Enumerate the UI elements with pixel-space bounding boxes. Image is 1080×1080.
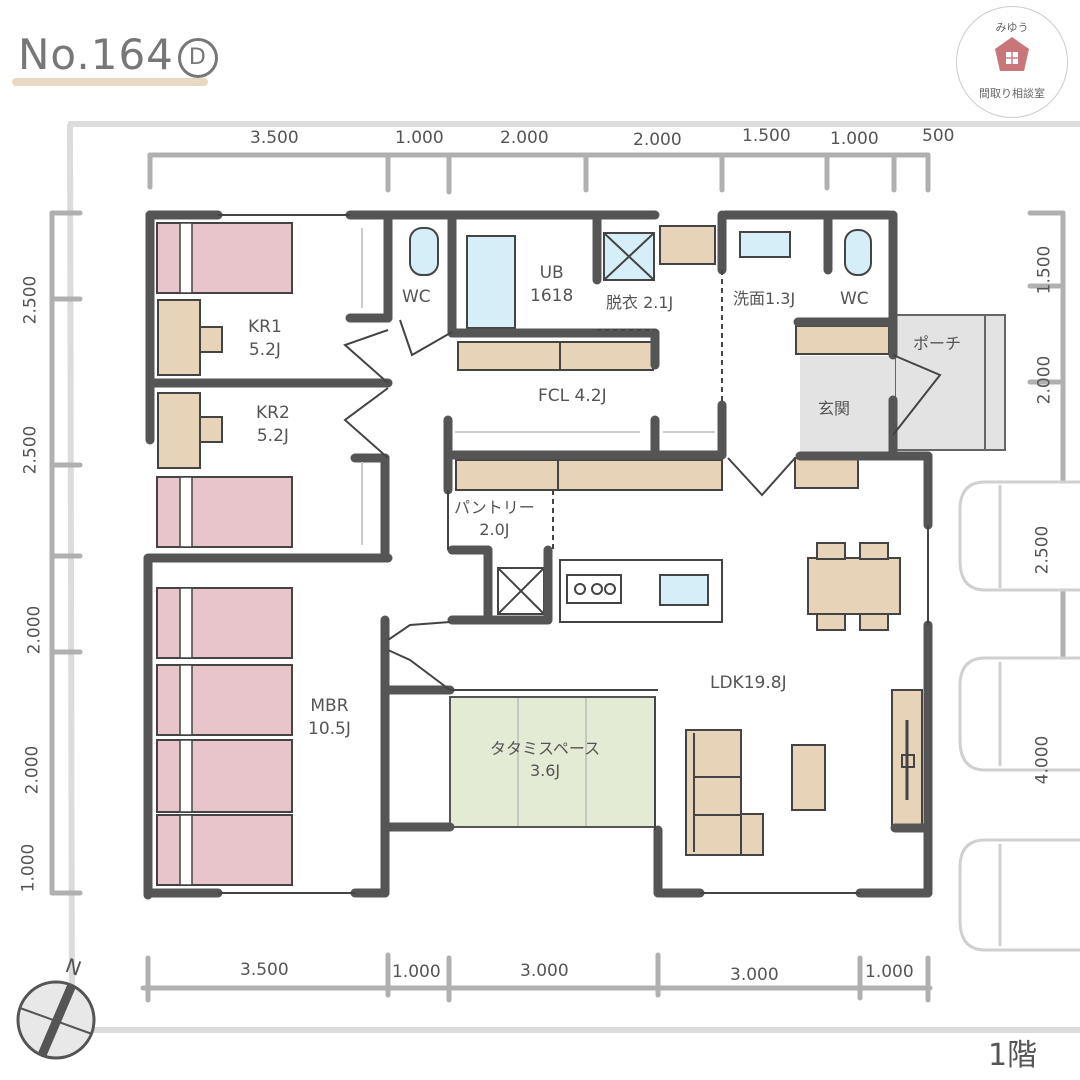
- dim-top-1: 3.500: [250, 128, 299, 148]
- room-wc-1: WC: [402, 287, 431, 307]
- room-porch: ポーチ: [913, 334, 962, 353]
- shoe-cabinet: [795, 325, 890, 355]
- dim-bottom-4: 3.000: [730, 965, 779, 985]
- desk-icon: [157, 392, 201, 469]
- room-senmen: 洗面1.3J: [733, 289, 796, 308]
- coffee-table-icon: [791, 744, 826, 811]
- title-underline: [12, 78, 208, 86]
- bed-icon: [156, 664, 293, 736]
- bed-icon: [156, 587, 293, 659]
- room-genkan: 玄関: [818, 399, 851, 418]
- car-icon: [958, 480, 1080, 592]
- bed-icon: [156, 814, 293, 886]
- dim-top-7: 500: [922, 126, 955, 146]
- stove-icon: [566, 574, 622, 604]
- dim-top-3: 2.000: [500, 128, 549, 148]
- dim-left-4: 2.000: [22, 745, 43, 795]
- dim-top-4: 2.000: [633, 130, 682, 150]
- plan-variant-badge: D: [177, 37, 218, 78]
- dim-right-2: 2.000: [1034, 355, 1055, 405]
- dim-bottom-2: 1.000: [392, 962, 441, 982]
- dim-left-2: 2.500: [20, 425, 41, 475]
- floor-label: 1階: [988, 1038, 1038, 1073]
- room-ldk: LDK19.8J: [710, 673, 787, 693]
- dimension-lines: [49, 152, 1066, 1003]
- north-compass-icon: [16, 980, 96, 1060]
- dim-left-1: 2.500: [20, 275, 41, 325]
- house-icon: [995, 37, 1029, 71]
- kitchen-sink-icon: [659, 574, 709, 606]
- dim-bottom-3: 3.000: [520, 961, 569, 981]
- room-fcl: FCL 4.2J: [538, 386, 607, 406]
- storage-shelf: [457, 341, 654, 371]
- bathtub-icon: [466, 235, 516, 329]
- site-boundary: [67, 121, 1080, 1033]
- dim-bottom-1: 3.500: [240, 960, 289, 980]
- logo-bottom-text: 間取り相談室: [979, 87, 1045, 100]
- dim-top-6: 1.000: [830, 129, 879, 149]
- plan-number: No.164: [18, 30, 174, 79]
- dining-table-icon: [807, 557, 901, 615]
- kitchen-counter: [559, 559, 723, 623]
- door-swing: [343, 329, 389, 384]
- car-icon: [958, 838, 1080, 952]
- toilet-icon: [844, 229, 872, 276]
- dim-top-5: 1.500: [742, 126, 791, 146]
- toilet-icon: [409, 227, 439, 276]
- genkan-area: [800, 356, 895, 452]
- bed-icon: [156, 476, 293, 548]
- closet-rods: [361, 228, 715, 545]
- logo-top-text: みゆう: [995, 21, 1029, 34]
- storage-shelf: [455, 459, 723, 491]
- dim-right-3: 2.500: [1032, 525, 1053, 575]
- desk-icon: [157, 299, 201, 376]
- tatami-area: [449, 696, 656, 828]
- dim-right-4: 4.000: [1032, 735, 1053, 785]
- parking-cars: [958, 480, 1080, 952]
- dim-left-3: 2.000: [24, 605, 45, 655]
- brand-logo: みゆう 間取り相談室: [956, 6, 1068, 118]
- furniture: [157, 225, 923, 856]
- room-wc-2: WC: [840, 289, 869, 309]
- washbasin-icon: [739, 231, 791, 258]
- bed-icon: [156, 739, 293, 813]
- room-datsui: 脱衣 2.1J: [606, 293, 674, 312]
- sofa-icon: [685, 729, 742, 856]
- bed-icon: [156, 222, 293, 294]
- shelf-icon: [659, 225, 716, 265]
- dim-bottom-5: 1.000: [865, 962, 914, 982]
- walls: [143, 210, 933, 900]
- dim-top-2: 1.000: [395, 128, 444, 148]
- dim-right-1: 1.500: [1034, 245, 1055, 295]
- car-icon: [958, 656, 1080, 772]
- shoe-cabinet: [794, 457, 859, 489]
- dim-left-5: 1.000: [18, 843, 39, 893]
